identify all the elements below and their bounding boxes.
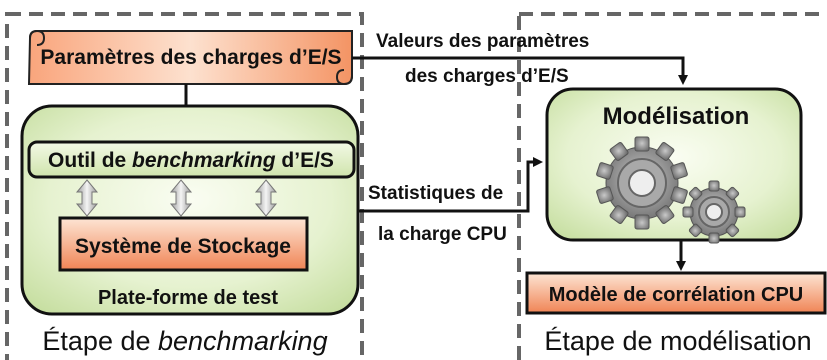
arrow-cpu-stats xyxy=(358,157,543,213)
params-values-label-line2: des charges d’E/S xyxy=(405,66,569,87)
storage-system-label: Système de Stockage xyxy=(75,235,291,258)
tool-label-prefix: Outil de xyxy=(48,149,132,172)
benchmarking-tool-label: Outil de benchmarking d’E/S xyxy=(48,149,334,172)
double-arrow-icon xyxy=(75,179,99,217)
tool-label-suffix: d’E/S xyxy=(276,149,334,172)
io-arrows xyxy=(75,179,278,217)
modeling-label: Modélisation xyxy=(603,103,750,130)
platform-label: Plate-forme de test xyxy=(98,287,278,309)
params-values-label-line1: Valeurs des paramètres xyxy=(376,31,589,52)
params-label: Paramètres des charges d’E/S xyxy=(40,46,341,69)
benchmarking-stage-frame xyxy=(5,12,364,360)
cpu-stats-label-line2: la charge CPU xyxy=(378,224,507,245)
cpu-stats-label-line1: Statistiques de xyxy=(368,183,503,204)
arrow-params-to-modeling xyxy=(352,56,688,85)
cpu-model-box xyxy=(525,271,827,315)
modeling-box xyxy=(545,87,803,242)
double-arrow-icon xyxy=(254,179,278,217)
stage-title-prefix: Étape de xyxy=(42,326,158,356)
params-scroll-box: Paramètres des charges d’E/S xyxy=(27,29,353,86)
gears-icon xyxy=(596,136,746,244)
stage-title-italic: benchmarking xyxy=(158,326,328,356)
benchmarking-stage-title: Étape de benchmarking xyxy=(42,326,327,356)
double-arrow-icon xyxy=(169,179,193,217)
storage-system-box xyxy=(58,216,309,272)
modeling-stage-title: Étape de modélisation xyxy=(544,326,811,356)
cpu-model-label: Modèle de corrélation CPU xyxy=(549,284,804,306)
benchmarking-tool-box xyxy=(27,140,356,179)
modeling-stage-frame xyxy=(517,12,827,360)
tool-label-italic: benchmarking xyxy=(132,149,276,172)
test-platform-box xyxy=(20,104,360,316)
